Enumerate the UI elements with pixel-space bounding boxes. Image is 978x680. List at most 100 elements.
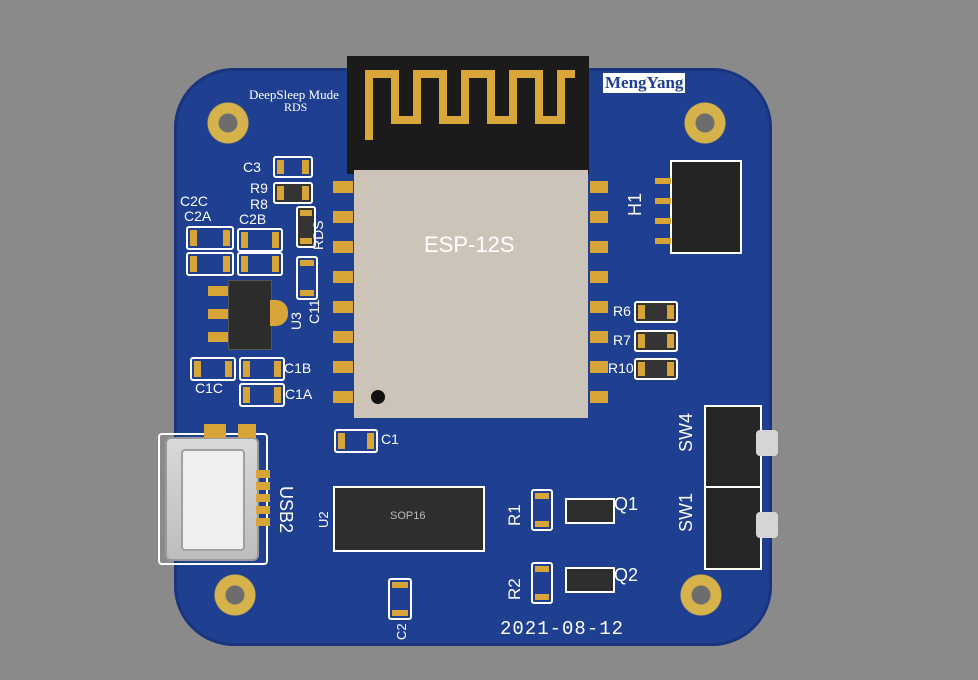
module-pad (590, 211, 608, 223)
label-c2c: C2C (180, 193, 209, 209)
switch-sw1 (704, 486, 762, 570)
capacitor-c2c (186, 226, 234, 250)
mode-label: DeepSleep Mude (249, 87, 339, 102)
label-c2b: C2B (239, 211, 267, 227)
date-label: 2021-08-12 (500, 618, 625, 640)
resistor-r1 (531, 489, 553, 531)
header-pin (655, 178, 671, 184)
antenna-trace-icon (365, 70, 575, 140)
label-u3: U3 (288, 312, 304, 330)
ic-u2: SOP16 (333, 486, 485, 552)
regulator-u3 (228, 280, 272, 350)
label-c1: C1 (381, 431, 399, 447)
label-c1b: C1B (284, 360, 312, 376)
sw4-button (756, 430, 778, 456)
module-pad (333, 211, 353, 223)
esp-module-antenna (347, 56, 589, 174)
module-pad (590, 271, 608, 283)
label-sw1: SW1 (676, 492, 696, 532)
label-rds: RDS (310, 220, 326, 250)
label-r9: R9 (250, 180, 268, 196)
label-r10: R10 (608, 360, 634, 376)
esp-module-shield: ESP-12S (354, 170, 588, 418)
module-pad (333, 331, 353, 343)
label-r2: R2 (505, 578, 524, 600)
capacitor-c3 (273, 156, 313, 178)
usb-pin (256, 506, 270, 514)
capacitor-c1b (239, 357, 285, 381)
resistor-r10 (634, 358, 678, 380)
module-pad (590, 331, 608, 343)
capacitor-c11 (296, 256, 318, 300)
usb-pin (256, 518, 270, 526)
module-pad (333, 301, 353, 313)
module-pad (590, 391, 608, 403)
usb-pin (256, 494, 270, 502)
label-c2: C2 (394, 623, 409, 640)
pin-header-h1 (670, 160, 742, 254)
label-r7: R7 (613, 332, 631, 348)
header-pin (655, 218, 671, 224)
usb-port-opening (181, 449, 245, 551)
capacitor-c1c (190, 357, 236, 381)
sw1-button (756, 512, 778, 538)
usb-pad (204, 424, 226, 438)
usb-connector (165, 437, 259, 561)
capacitor-c2b (237, 228, 283, 252)
resistor-r7 (634, 330, 678, 352)
label-sw4: SW4 (676, 412, 696, 452)
label-c11: C11 (306, 299, 322, 324)
module-pad (333, 181, 353, 193)
label-c3: C3 (243, 159, 261, 175)
u3-pad (208, 332, 228, 342)
label-h1: H1 (625, 192, 645, 216)
capacitor-c2b-lower (237, 252, 283, 276)
module-pad (333, 271, 353, 283)
capacitor-c2a (186, 252, 234, 276)
module-label: ESP-12S (424, 232, 515, 257)
usb-pin (256, 470, 270, 478)
label-q2: Q2 (614, 565, 639, 585)
label-r1: R1 (505, 504, 524, 526)
switch-sw4 (704, 405, 762, 491)
mode-sub-label: RDS (284, 100, 308, 114)
label-u2: U2 (316, 511, 331, 528)
module-pad (333, 241, 353, 253)
module-pad (590, 181, 608, 193)
brand-logo: MengYang (603, 73, 686, 93)
resistor-r2 (531, 562, 553, 604)
mounting-hole (679, 573, 723, 617)
label-c2a: C2A (184, 208, 212, 224)
transistor-q1 (565, 498, 615, 524)
label-usb2: USB2 (276, 486, 296, 534)
label-c1c: C1C (195, 380, 224, 396)
ic-label: SOP16 (390, 510, 426, 522)
transistor-q2 (565, 567, 615, 593)
header-pin (655, 238, 671, 244)
module-pad (333, 361, 353, 373)
capacitor-c1a (239, 383, 285, 407)
capacitor-c2 (388, 578, 412, 620)
resistor-rds (296, 206, 316, 248)
pin-one-dot (371, 390, 385, 404)
label-r8: R8 (250, 196, 268, 212)
module-pad (333, 391, 353, 403)
mounting-hole (206, 101, 250, 145)
usb-pad (238, 424, 256, 438)
module-pad (590, 241, 608, 253)
mounting-hole (683, 101, 727, 145)
module-pad (590, 361, 608, 373)
label-q1: Q1 (614, 494, 639, 514)
u3-pad (208, 286, 228, 296)
u3-tab (270, 300, 288, 326)
capacitor-c1 (334, 429, 378, 453)
label-r6: R6 (613, 303, 631, 319)
module-pad (590, 301, 608, 313)
header-pin (655, 198, 671, 204)
label-c1a: C1A (285, 386, 313, 402)
usb-pin (256, 482, 270, 490)
resistor-r6 (634, 301, 678, 323)
resistor-r9 (273, 182, 313, 204)
u3-pad (208, 309, 228, 319)
